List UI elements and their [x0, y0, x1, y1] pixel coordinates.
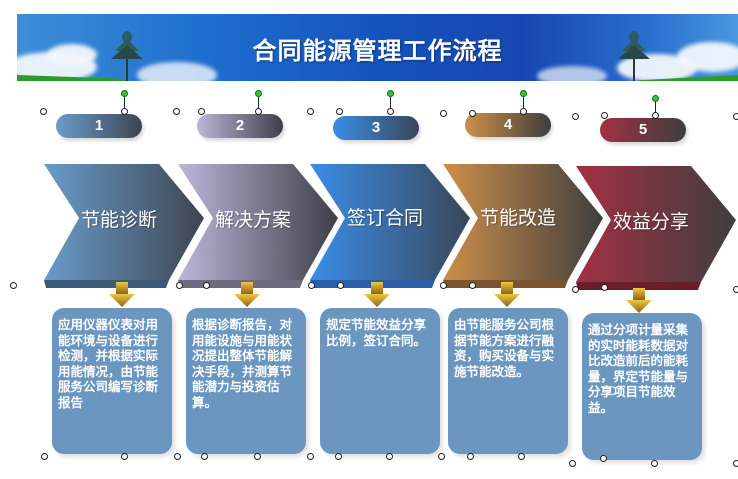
resize-handle[interactable]: [121, 108, 128, 115]
process-step-chevron[interactable]: 效益分享: [576, 164, 736, 290]
resize-handle[interactable]: [173, 108, 180, 115]
resize-handle[interactable]: [572, 286, 579, 293]
arrow-down-icon: [234, 282, 260, 307]
rotation-handle[interactable]: [121, 90, 128, 97]
resize-handle[interactable]: [440, 282, 447, 289]
step-number-badge: 4: [465, 113, 551, 137]
resize-handle[interactable]: [733, 113, 738, 120]
cloud-decoration: [47, 44, 97, 66]
cloud-decoration: [137, 62, 217, 81]
arrow-down-icon: [364, 282, 390, 307]
resize-handle[interactable]: [469, 282, 476, 289]
resize-handle[interactable]: [601, 284, 608, 291]
step-number-badge: 2: [197, 114, 283, 138]
title-banner: 合同能源管理工作流程: [17, 14, 738, 81]
step-description: 由节能服务公司根据节能方案进行融资，购买设备与实施节能改造。: [454, 317, 555, 379]
rotation-handle[interactable]: [520, 90, 527, 97]
step-description: 根据诊断报告，对用能设施与用能状况提出整体节能解决手段，并测算节能潜力与投资估算…: [192, 317, 293, 410]
resize-handle[interactable]: [203, 282, 210, 289]
cloud-decoration: [677, 42, 738, 72]
resize-handle[interactable]: [174, 453, 181, 460]
resize-handle[interactable]: [254, 453, 261, 460]
resize-handle[interactable]: [10, 282, 17, 289]
step-number-badge: 3: [333, 116, 419, 140]
rotation-line: [655, 100, 656, 114]
rotation-line: [390, 96, 391, 110]
step-description-box: 通过分项计量采集的实时能耗数据对比改造前后的能耗量，界定节能量与分享项目节能效益…: [582, 313, 702, 460]
resize-handle[interactable]: [198, 108, 205, 115]
arrow-down-icon: [109, 282, 135, 307]
step-number: 5: [638, 121, 648, 138]
arrow-down-icon: [626, 288, 652, 313]
resize-handle[interactable]: [572, 113, 579, 120]
resize-handle[interactable]: [652, 112, 659, 119]
resize-handle[interactable]: [176, 282, 183, 289]
step-number: 3: [371, 119, 381, 136]
resize-handle[interactable]: [307, 453, 314, 460]
step-title: 签订合同: [346, 207, 423, 229]
process-step-chevron[interactable]: 节能诊断: [44, 162, 204, 288]
arrow-down-icon: [494, 282, 520, 307]
rotation-line: [258, 96, 259, 110]
resize-handle[interactable]: [733, 286, 738, 293]
step-number: 2: [235, 117, 245, 134]
rotation-handle[interactable]: [387, 90, 394, 97]
step-number: 1: [94, 117, 104, 134]
rotation-line: [523, 96, 524, 110]
resize-handle[interactable]: [40, 108, 47, 115]
resize-handle[interactable]: [386, 453, 393, 460]
resize-handle[interactable]: [308, 282, 315, 289]
rotation-line: [124, 96, 125, 110]
step-description-box: 由节能服务公司根据节能方案进行融资，购买设备与实施节能改造。: [448, 308, 568, 454]
resize-handle[interactable]: [336, 108, 343, 115]
step-description: 应用仪器仪表对用能环境与设备进行检测，并根据实际用能情况，由节能服务公司编写诊断…: [58, 317, 159, 410]
resize-handle[interactable]: [520, 108, 527, 115]
step-number-badge: 5: [600, 118, 686, 142]
tree-icon: [111, 31, 143, 81]
resize-handle[interactable]: [651, 460, 658, 467]
step-description-box: 规定节能效益分享比例，签订合同。: [320, 308, 440, 454]
step-title: 效益分享: [612, 211, 689, 233]
step-title: 解决方案: [214, 209, 291, 231]
resize-handle[interactable]: [201, 453, 208, 460]
page-title: 合同能源管理工作流程: [252, 37, 503, 65]
resize-handle[interactable]: [307, 108, 314, 115]
step-description-box: 根据诊断报告，对用能设施与用能状况提出整体节能解决手段，并测算节能潜力与投资估算…: [186, 308, 306, 454]
resize-handle[interactable]: [569, 460, 576, 467]
resize-handle[interactable]: [467, 453, 474, 460]
step-title: 节能诊断: [80, 209, 157, 231]
resize-handle[interactable]: [438, 453, 445, 460]
resize-handle[interactable]: [518, 453, 525, 460]
rotation-handle[interactable]: [255, 90, 262, 97]
tree-icon: [618, 31, 650, 81]
resize-handle[interactable]: [469, 110, 476, 117]
resize-handle[interactable]: [440, 110, 447, 117]
resize-handle[interactable]: [601, 112, 608, 119]
step-number-badge: 1: [56, 114, 142, 138]
resize-handle[interactable]: [337, 282, 344, 289]
step-title: 节能改造: [479, 207, 556, 229]
step-number: 4: [503, 116, 513, 133]
resize-handle[interactable]: [733, 460, 738, 467]
resize-handle[interactable]: [600, 455, 607, 462]
resize-handle[interactable]: [41, 453, 48, 460]
process-step-chevron[interactable]: 解决方案: [178, 162, 338, 288]
resize-handle[interactable]: [387, 108, 394, 115]
step-description: 规定节能效益分享比例，签订合同。: [326, 317, 427, 348]
rotation-handle[interactable]: [652, 95, 659, 102]
resize-handle[interactable]: [121, 453, 128, 460]
cloud-decoration: [537, 66, 607, 81]
step-description: 通过分项计量采集的实时能耗数据对比改造前后的能耗量，界定节能量与分享项目节能效益…: [588, 322, 689, 415]
resize-handle[interactable]: [335, 453, 342, 460]
step-description-box: 应用仪器仪表对用能环境与设备进行检测，并根据实际用能情况，由节能服务公司编写诊断…: [52, 308, 172, 454]
resize-handle[interactable]: [255, 108, 262, 115]
